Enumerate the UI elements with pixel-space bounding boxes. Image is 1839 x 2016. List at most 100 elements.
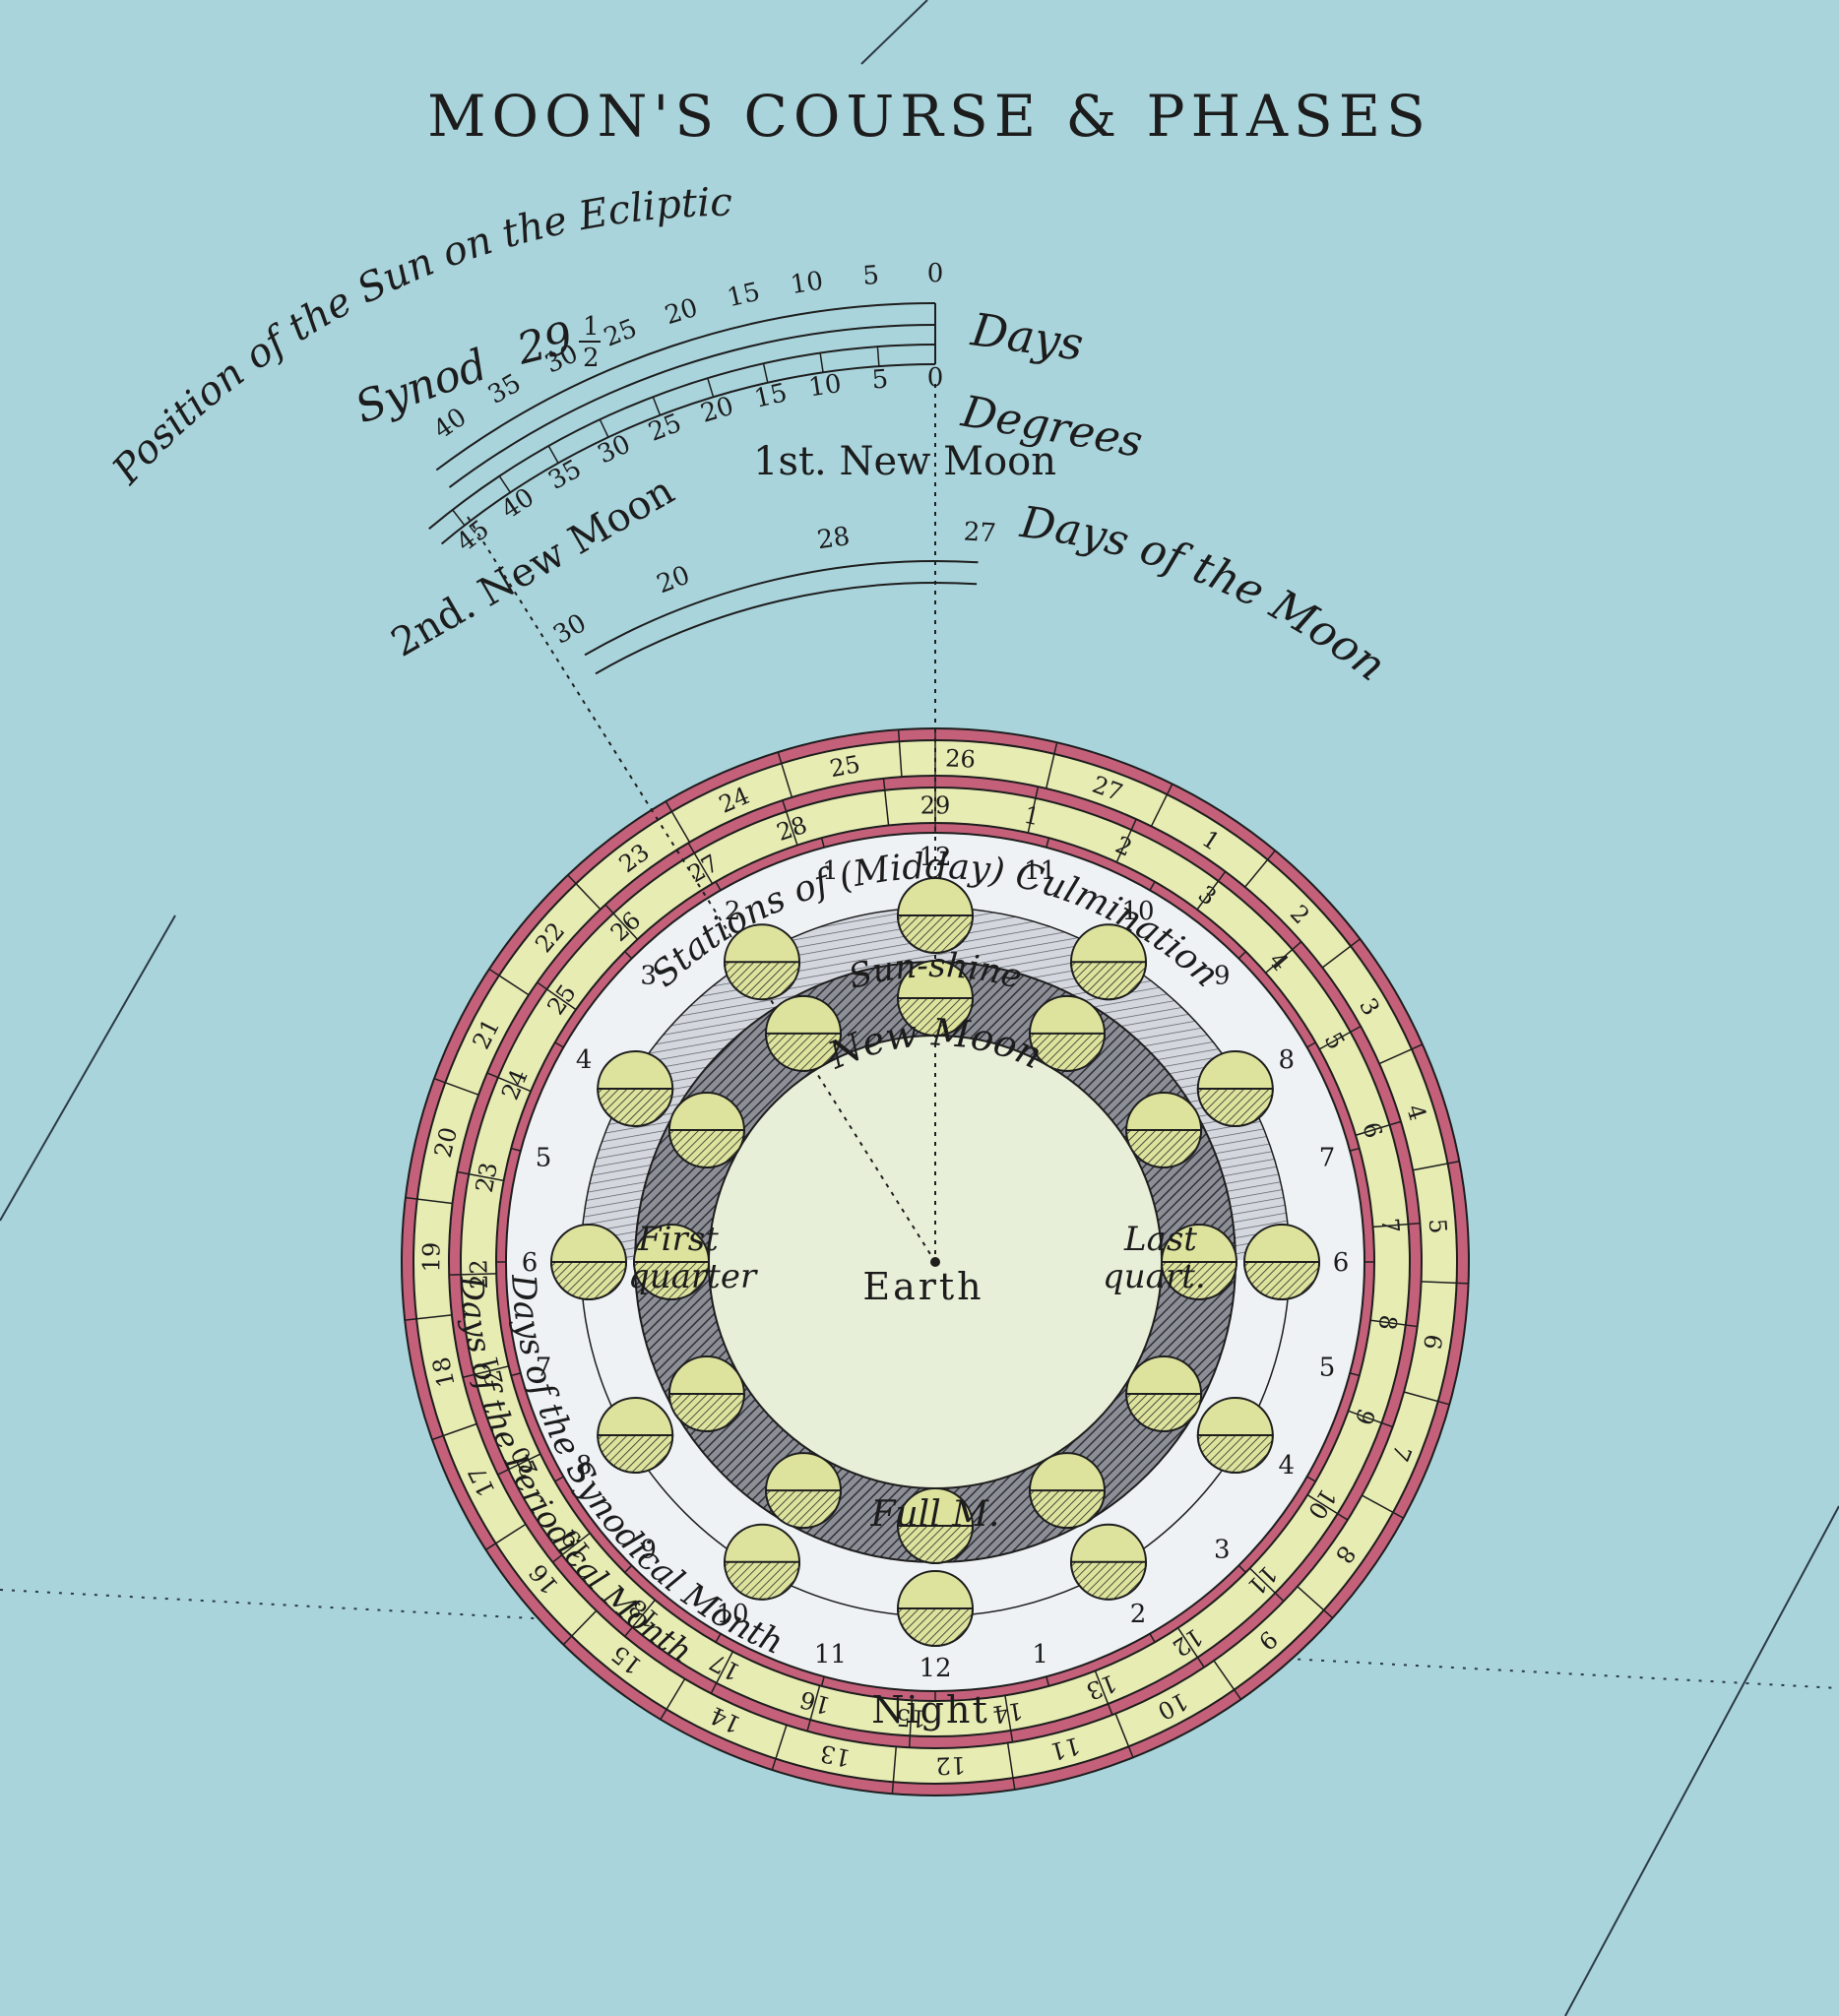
station-moon-2 — [1196, 1050, 1274, 1127]
orbit-moon-7-shadow — [764, 1489, 843, 1530]
synodical-number-23: 23 — [471, 1160, 503, 1194]
periodical-number-5: 5 — [1424, 1218, 1452, 1234]
hour-tick — [624, 951, 633, 960]
hour-number-17: 5 — [1319, 1354, 1336, 1383]
synodical-tick — [604, 904, 639, 940]
periodical-tick — [405, 1314, 453, 1321]
synodical-tick — [782, 799, 798, 846]
periodical-number-26: 26 — [945, 744, 977, 774]
hour-tick — [1149, 881, 1156, 891]
orbit-moon-3 — [1160, 1224, 1238, 1300]
first-new-moon: 1st. New Moon — [753, 439, 1056, 484]
synodical-tick — [1372, 1222, 1421, 1228]
hour-number-13: 1 — [1032, 1640, 1048, 1670]
synodical-tick — [806, 1685, 821, 1732]
periodical-number-25: 25 — [828, 750, 862, 783]
main-dial: 2712345678910111213141516171819202122232… — [401, 384, 1470, 1796]
orbit-moon-10 — [667, 1092, 745, 1168]
hour-number-9: 9 — [640, 1535, 657, 1564]
station-moon-2-shadow — [1196, 1088, 1274, 1127]
orbit-moon-1-shadow — [1028, 1032, 1107, 1072]
synodical-number-1: 1 — [1022, 801, 1043, 832]
degrees-tick-mark-5 — [652, 396, 662, 416]
hour-tick — [511, 1147, 522, 1152]
hour-tick — [715, 1633, 722, 1643]
degrees-tick-1: 5 — [871, 364, 890, 395]
first-quarter-label-b: quarter — [628, 1257, 758, 1296]
hour-number-10: 10 — [716, 1600, 748, 1629]
degrees-tick-0: 0 — [927, 363, 944, 393]
periodical-tick — [433, 1077, 479, 1096]
periodical-number-19: 19 — [417, 1242, 445, 1273]
station-moon-0-shadow — [896, 914, 975, 954]
station-moon-11 — [723, 923, 801, 1001]
orbit-moon-4-shadow — [1125, 1393, 1203, 1432]
hour-tick — [820, 1675, 825, 1686]
periodical-tick — [1297, 1586, 1334, 1619]
hour-number-20: 8 — [1279, 1045, 1296, 1075]
days-arc-inner — [448, 324, 936, 488]
hour-number-7: 7 — [536, 1354, 552, 1383]
synodical-tick — [882, 778, 890, 826]
orbit-moon-5-shadow — [1028, 1489, 1107, 1530]
synodical-number-22: 22 — [465, 1259, 493, 1290]
hour-tick — [1306, 1476, 1316, 1482]
station-moon-8 — [597, 1397, 674, 1474]
hour-tick — [1306, 1041, 1316, 1048]
hour-tick — [1237, 1564, 1246, 1573]
degrees-arc-outer — [428, 344, 936, 530]
station-moon-11-shadow — [723, 961, 801, 1001]
hour-number-11: 11 — [814, 1640, 847, 1670]
periodical-tick — [1150, 784, 1173, 827]
periodical-tick — [891, 1746, 897, 1795]
hour-number-18: 6 — [1333, 1248, 1350, 1278]
station-moon-10 — [597, 1050, 674, 1127]
periodical-number-18: 18 — [427, 1354, 461, 1390]
synodical-tick — [497, 1453, 541, 1476]
degrees-tick-2: 10 — [807, 369, 844, 404]
full-moon-label: Full M. — [870, 1494, 1000, 1535]
hour-tick — [1237, 951, 1246, 960]
synodical-tick — [1306, 1493, 1349, 1521]
degrees-tick-3: 15 — [751, 378, 790, 413]
synodical-tick — [687, 843, 714, 885]
hour-tick — [1046, 838, 1050, 849]
periodical-tick — [897, 729, 903, 778]
station-moon-4-shadow — [1196, 1434, 1274, 1474]
degrees-tick-mark-6 — [599, 418, 609, 438]
periodical-tick — [405, 1196, 453, 1205]
synod-fraction-den: 2 — [583, 344, 600, 373]
night-label: Night — [871, 1688, 988, 1732]
periodical-tick — [567, 874, 602, 911]
days-arc-outer — [435, 302, 936, 472]
first-quarter-label-a: First — [637, 1220, 719, 1259]
periodical-tick — [660, 1678, 686, 1721]
station-moon-7-shadow — [723, 1560, 801, 1601]
hour-tick — [715, 881, 722, 891]
periodical-tick — [488, 968, 530, 996]
station-moon-6-shadow — [896, 1607, 975, 1647]
synodical-tick — [457, 1170, 504, 1182]
earth-label: Earth — [862, 1265, 983, 1308]
synodical-tick — [1094, 1670, 1113, 1716]
hour-number-1: 1 — [822, 856, 839, 886]
orbit-moon-8-shadow — [667, 1393, 745, 1432]
periodical-tick — [1321, 938, 1361, 969]
station-moon-3 — [1242, 1224, 1321, 1300]
hour-number-12: 12 — [919, 1654, 951, 1683]
orbit-moon-8 — [667, 1355, 745, 1432]
moon-days-tick-1: 28 — [815, 522, 852, 555]
days-tick-0: 0 — [927, 259, 944, 288]
hour-number-23: 11 — [1024, 856, 1056, 886]
synodical-tick — [710, 1651, 734, 1694]
orbit-moon-6 — [896, 1487, 975, 1564]
earth-dot — [930, 1257, 940, 1267]
periodical-tick — [1213, 1660, 1242, 1700]
synodical-number-14: 14 — [990, 1696, 1025, 1729]
synodical-tick — [1004, 1695, 1014, 1742]
periodical-tick — [1045, 742, 1058, 789]
hour-tick — [624, 1564, 633, 1573]
station-moon-9-shadow — [549, 1261, 628, 1300]
